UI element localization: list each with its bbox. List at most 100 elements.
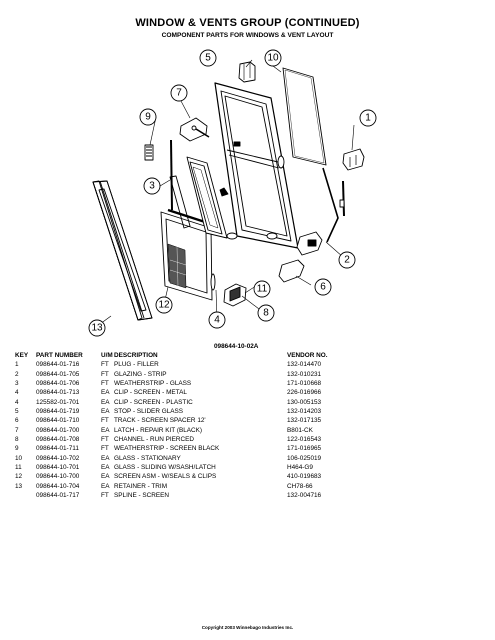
callout-6: 6: [314, 278, 332, 296]
cell-key: [15, 491, 36, 500]
callout-8: 8: [257, 304, 275, 322]
cell-part-number: 098644-01-716: [36, 361, 80, 369]
cell-um: FT: [101, 361, 109, 369]
svg-text:2: 2: [344, 255, 350, 266]
cell-description: GLASS - SLIDING W/SASH/LATCH: [114, 464, 216, 472]
svg-text:3: 3: [149, 181, 155, 192]
cell-description: CLIP - SCREEN - PLASTIC: [114, 398, 193, 406]
cell-part-number: 098644-01-713: [36, 389, 80, 397]
svg-text:9: 9: [145, 112, 151, 123]
cell-um: EA: [101, 389, 110, 397]
glazing-strip-part: [322, 167, 339, 243]
cell-key: 4: [15, 398, 19, 406]
svg-text:11: 11: [257, 284, 268, 295]
cell-part-number: 098644-01-706: [36, 380, 80, 388]
cell-key: 6: [15, 417, 19, 425]
filler-plug-part: [339, 148, 365, 217]
cell-um: EA: [101, 464, 110, 472]
cell-um: EA: [101, 482, 110, 490]
cell-key: 7: [15, 426, 19, 434]
cell-um: EA: [101, 473, 110, 481]
exploded-window-diagram: 1 2 3 4 5 6 7 8 9 10 11 12 13: [88, 49, 377, 337]
cell-key: 2: [15, 370, 19, 378]
page-subtitle: COMPONENT PARTS FOR WINDOWS & VENT LAYOU…: [161, 32, 334, 39]
cell-description: SPLINE - SCREEN: [114, 492, 170, 500]
cell-key: 11: [15, 464, 22, 472]
cell-description: RETAINER - TRIM: [114, 482, 168, 490]
callout-13: 13: [88, 319, 106, 337]
cell-part-number: 098644-10-702: [36, 454, 80, 462]
cell-vendor-no: H464-G9: [287, 464, 313, 472]
cell-um: FT: [101, 370, 109, 378]
cell-description: WEATHERSTRIP - GLASS: [114, 380, 192, 388]
sliding-glass-part: [186, 156, 228, 239]
table-row: 3 098644-01-706 FT WEATHERSTRIP - GLASS 171-…: [15, 379, 327, 388]
cell-vendor-no: 132-014470: [287, 361, 322, 369]
column-header-part-number: PART NUMBER: [36, 352, 83, 359]
cell-um: FT: [101, 445, 109, 453]
callout-9: 9: [139, 108, 157, 126]
callout-1: 1: [359, 109, 377, 127]
leader-lines: [99, 59, 355, 325]
run-channel-part: [223, 231, 323, 307]
callout-12: 12: [155, 296, 173, 314]
cell-key: 12: [15, 473, 23, 481]
svg-text:4: 4: [214, 315, 220, 326]
column-header-key: KEY: [15, 352, 29, 359]
cell-vendor-no: 106-025019: [287, 454, 322, 462]
callout-3: 3: [143, 177, 161, 195]
cell-description: PLUG - FILLER: [114, 361, 159, 369]
cell-key: 8: [15, 436, 19, 444]
cell-um: EA: [101, 398, 110, 406]
table-row: 13 098644-10-704 EA RETAINER - TRIM CH78-66: [15, 482, 327, 491]
cell-part-number: 098644-01-705: [36, 370, 80, 378]
callout-7: 7: [170, 84, 188, 102]
cell-um: FT: [101, 417, 109, 425]
callout-5: 5: [199, 49, 217, 67]
callout-4: 4: [208, 311, 226, 329]
cell-key: 1: [15, 361, 19, 369]
cell-um: EA: [101, 426, 110, 434]
cell-description: STOP - SLIDER GLASS: [114, 408, 184, 416]
column-header-um: U/M: [101, 352, 113, 359]
cell-description: CLIP - SCREEN - METAL: [114, 389, 187, 397]
cell-part-number: 098644-01-708: [36, 436, 80, 444]
cell-um: FT: [101, 380, 109, 388]
svg-text:5: 5: [205, 53, 211, 64]
table-row: 1 098644-01-716 FT PLUG - FILLER 132-014470: [15, 360, 327, 369]
cell-key: 13: [15, 482, 23, 490]
callout-10: 10: [264, 49, 282, 67]
cell-key: 3: [15, 380, 19, 388]
cell-vendor-no: 226-016966: [287, 389, 322, 397]
svg-text:12: 12: [158, 300, 170, 311]
column-header-description: DESCRIPTION: [114, 352, 158, 359]
cell-part-number: 098644-10-701: [36, 464, 80, 472]
cell-description: GLAZING - STRIP: [114, 370, 167, 378]
cell-key: 4: [15, 389, 19, 397]
cell-vendor-no: 171-016965: [287, 445, 322, 453]
cell-um: FT: [101, 492, 109, 500]
cell-part-number: 098644-10-704: [36, 482, 80, 490]
cell-vendor-no: CH78-66: [287, 482, 313, 490]
svg-text:1: 1: [365, 113, 371, 124]
cell-part-number: 098644-01-717: [36, 492, 80, 500]
parts-table-header: KEY PART NUMBER U/M DESCRIPTION VENDOR N…: [15, 351, 327, 360]
callout-11: 11: [253, 280, 271, 298]
cell-vendor-no: 171-010668: [287, 380, 322, 388]
cell-vendor-no: B801-CK: [287, 426, 313, 434]
page-title: WINDOW & VENTS GROUP (CONTINUED): [135, 17, 360, 29]
table-row: 4 098644-01-713 EA CLIP - SCREEN - METAL 226…: [15, 388, 327, 397]
latch-part: [179, 117, 210, 142]
cell-part-number: 098644-10-700: [36, 473, 80, 481]
weatherstrip-screen-part: [144, 139, 173, 211]
cell-description: WEATHERSTRIP - SCREEN BLACK: [114, 445, 220, 453]
svg-text:8: 8: [263, 308, 269, 319]
